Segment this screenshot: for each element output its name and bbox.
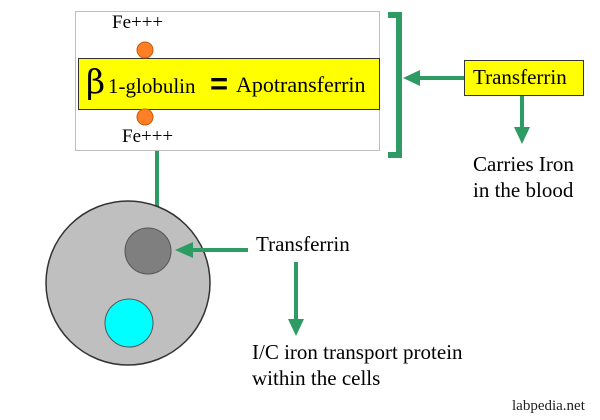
apotransferrin-label: Apotransferrin (236, 72, 366, 97)
cell-transferrin-label: Transferrin (256, 232, 350, 256)
blood-note-line2: in the blood (473, 178, 574, 202)
equals-sign: = (210, 66, 229, 101)
transferrin-box-label: Transferrin (473, 65, 567, 89)
arrow-to-bracket-head (403, 70, 420, 86)
arrow-to-blood-note-head (514, 127, 530, 144)
cell-nucleus (124, 227, 172, 275)
blood-note-line1: Carries Iron (473, 152, 574, 176)
watermark: labpedia.net (512, 398, 585, 414)
cell-note-line2: within the cells (252, 366, 381, 390)
globulin-label: 1-globulin (108, 74, 196, 98)
cell-note-line1: I/C iron transport protein (252, 340, 463, 364)
cell-vesicle (104, 298, 154, 348)
bracket-shape (388, 12, 402, 158)
apotransferrin-bar (78, 58, 380, 110)
arrow-to-ic-note-head (288, 319, 304, 336)
arrow-to-cell-head (149, 209, 165, 227)
arrow-to-nucleus-head (175, 242, 193, 258)
fe-top-label: Fe+++ (112, 12, 164, 33)
fe-bottom-label: Fe+++ (122, 126, 174, 147)
transferrin-box (464, 60, 584, 96)
beta-symbol: β (86, 62, 106, 101)
cell-outer (45, 200, 211, 366)
